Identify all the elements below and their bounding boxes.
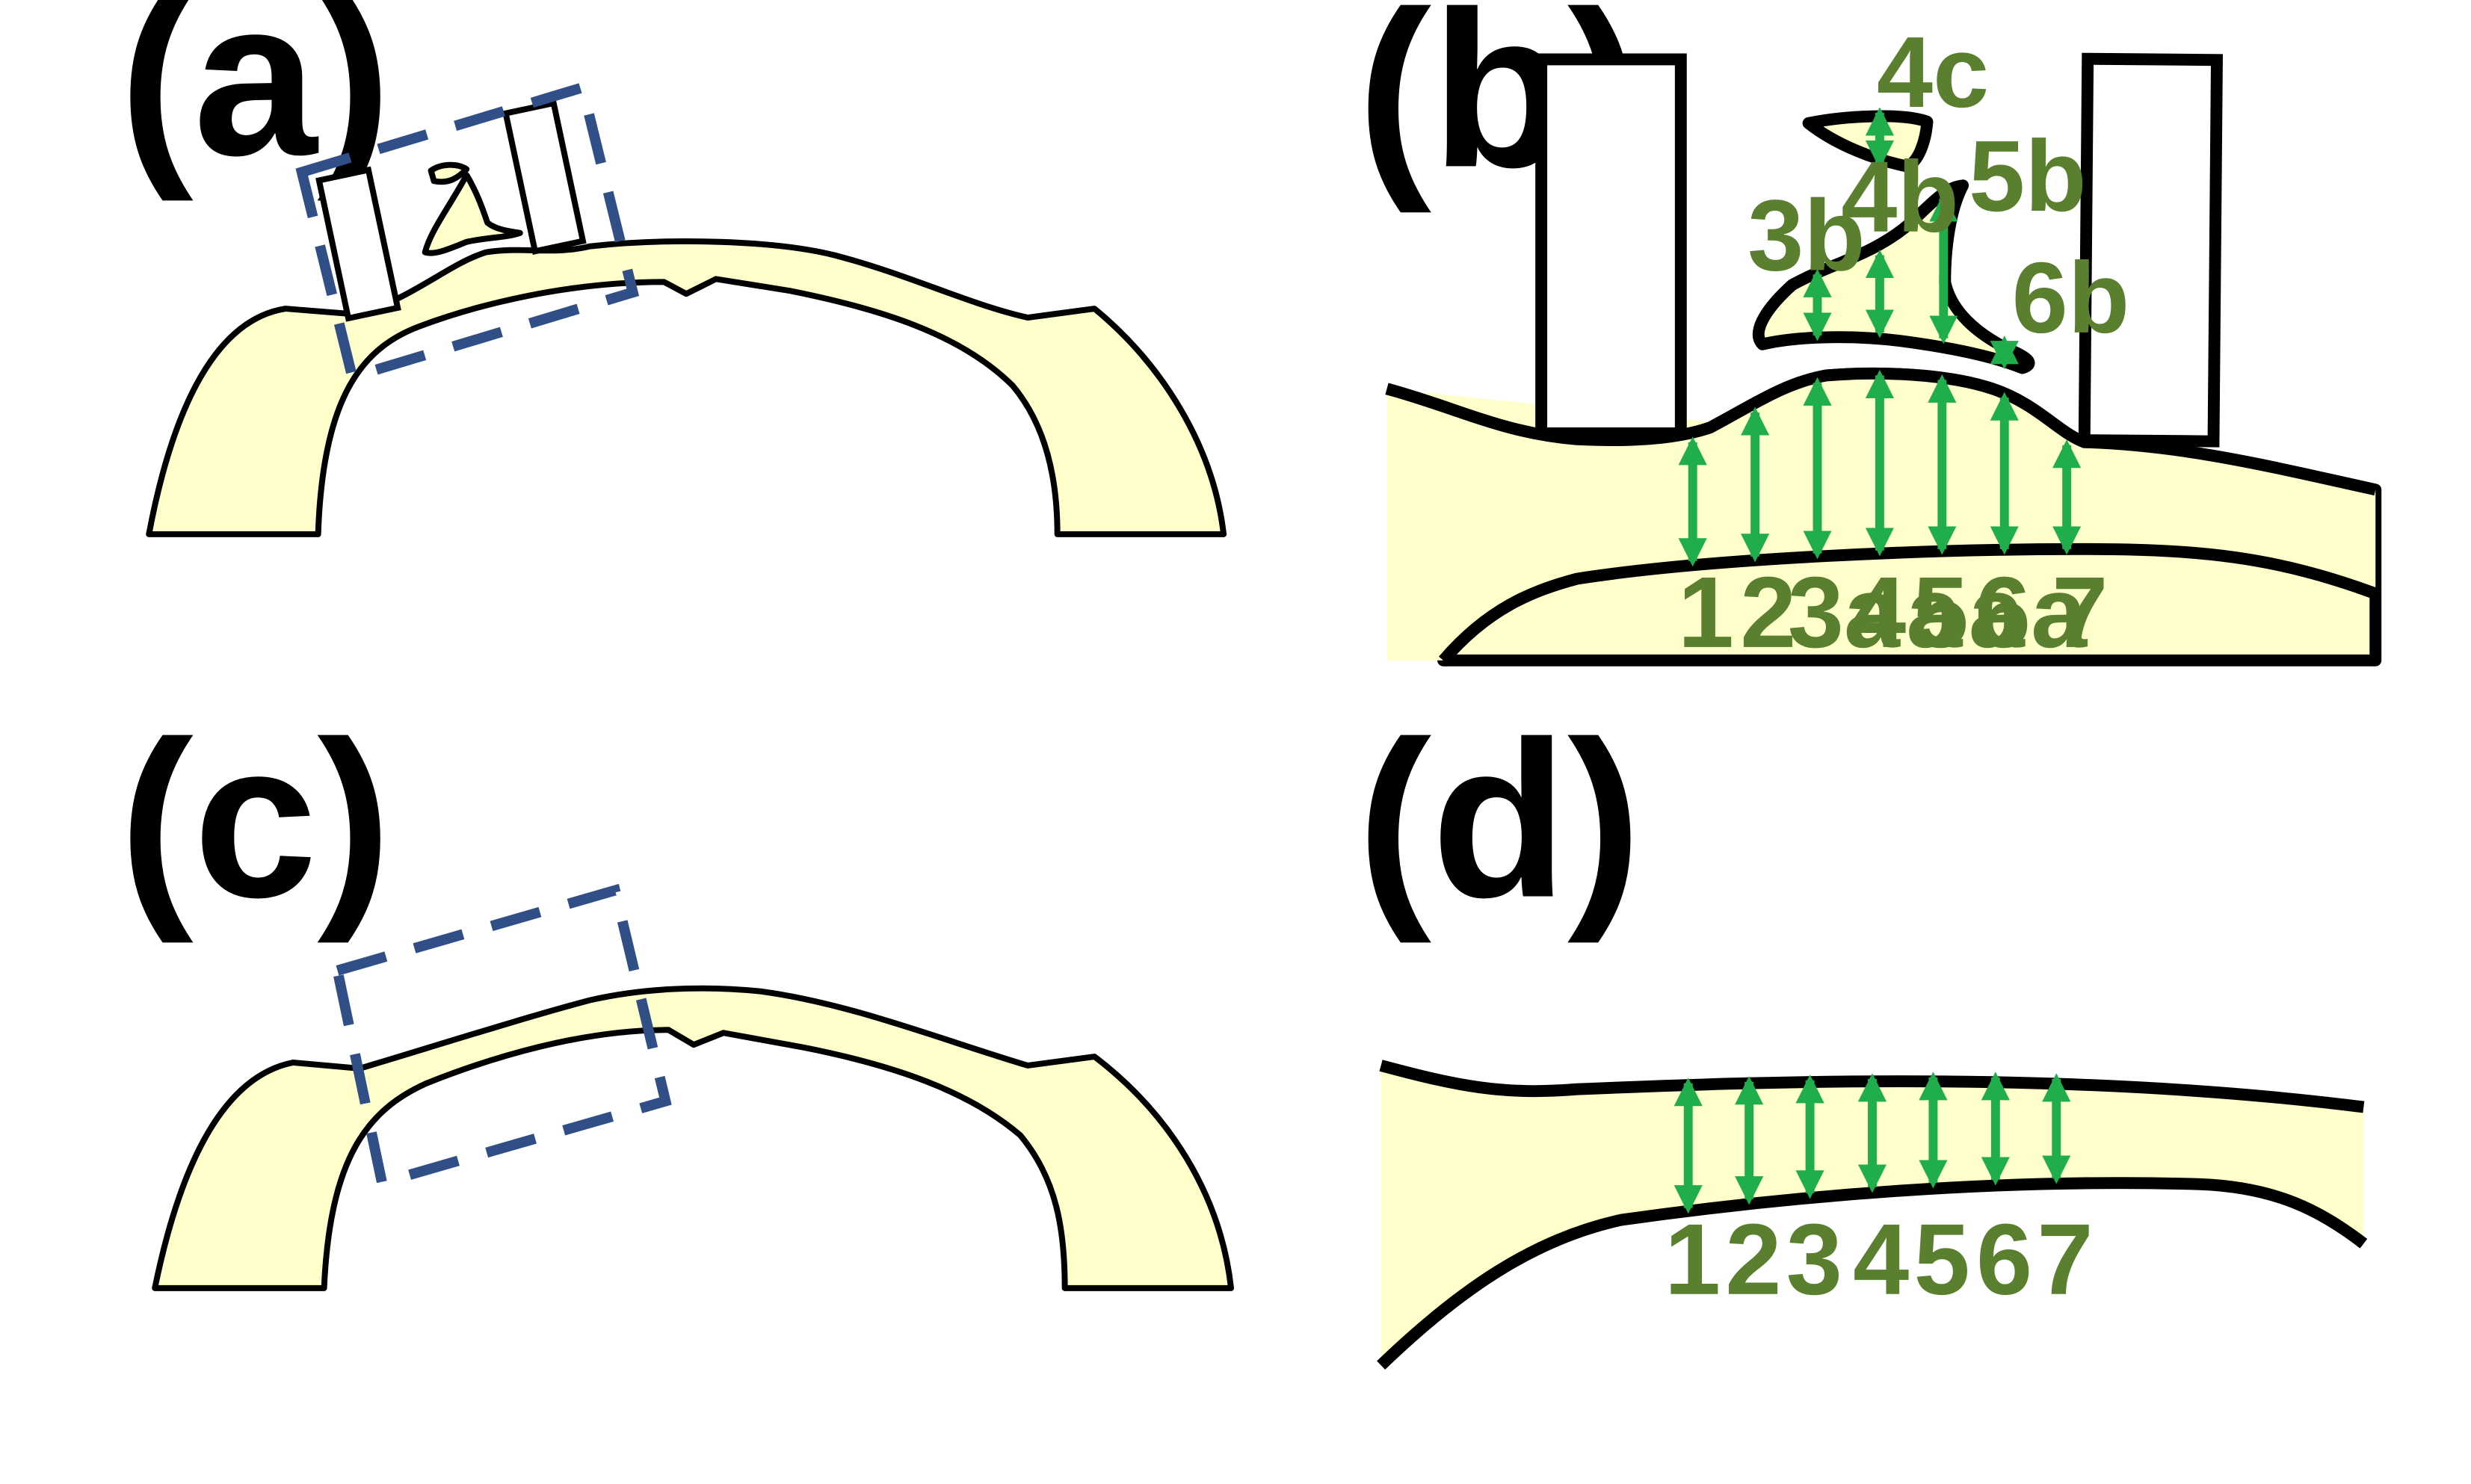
panel-b-label-5b: 5b [1969, 120, 2087, 232]
panel-d-label-3: 3 [1786, 1203, 1842, 1316]
panel-d-label-7: 7 [2037, 1203, 2093, 1316]
panel-a-left-implant [315, 166, 401, 322]
panel-a-roi-box [295, 81, 640, 384]
panel-d-label-2: 2 [1725, 1203, 1781, 1316]
panel-b-label-5a: 5a [1913, 556, 2026, 669]
panel-b: (b) 1 2 3a 4 [1357, 0, 2382, 669]
panel-d-label-5: 5 [1914, 1203, 1970, 1316]
panel-b-label-4c: 4c [1877, 16, 1989, 129]
panel-b-label-6a: 6a [1975, 556, 2088, 669]
panel-d: (d) 1 2 3 4 5 6 7 [1357, 696, 2368, 1370]
panel-d-label-1: 1 [1665, 1203, 1721, 1316]
panel-a-label: (a) [120, 0, 392, 203]
panel-a-new-bone-fragment [428, 161, 470, 185]
panel-d-label: (d) [1357, 696, 1641, 945]
panel-b-arrows-b [1803, 107, 2019, 370]
panel-d-label-6: 6 [1976, 1203, 2032, 1316]
panel-a: (a) [120, 0, 1227, 537]
panel-b-label-4a: 4a [1850, 556, 1963, 669]
panel-b-number-labels: 1 2 3a 4a 5a 6a 7 3b 4b 5b 6b 4c [1678, 16, 2129, 669]
panel-b-label-1: 1 [1678, 556, 1734, 669]
panel-d-arrows [1673, 1072, 2071, 1214]
panel-a-bone [146, 238, 1227, 537]
panel-d-label-4: 4 [1853, 1203, 1909, 1316]
panel-b-label-6b: 6b [2012, 241, 2130, 354]
panel-d-bone-fill [1381, 1065, 2364, 1366]
panel-a-right-implant [502, 99, 587, 255]
panel-d-bone-top-edge [1379, 1060, 2365, 1113]
panel-b-label-3a: 3a [1788, 556, 1901, 669]
panel-c: (c) [120, 696, 1235, 1291]
panel-a-new-bone [422, 172, 523, 256]
panel-b-label-2: 2 [1740, 556, 1796, 669]
panel-d-number-labels: 1 2 3 4 5 6 7 [1665, 1203, 2094, 1316]
panel-b-arrows-a [1678, 369, 2082, 567]
panel-c-bone [152, 985, 1235, 1291]
panel-b-label-4b: 4b [1841, 140, 1959, 253]
panel-d-bone-bottom-edge [1377, 1177, 2368, 1370]
panel-b-label-7: 7 [2052, 556, 2108, 669]
panel-b-right-implant [2078, 52, 2223, 448]
panel-b-left-implant [1535, 53, 1687, 439]
panel-c-roi-box [331, 883, 672, 1190]
panel-c-label: (c) [120, 696, 392, 945]
panel-b-label-3b: 3b [1747, 179, 1866, 291]
